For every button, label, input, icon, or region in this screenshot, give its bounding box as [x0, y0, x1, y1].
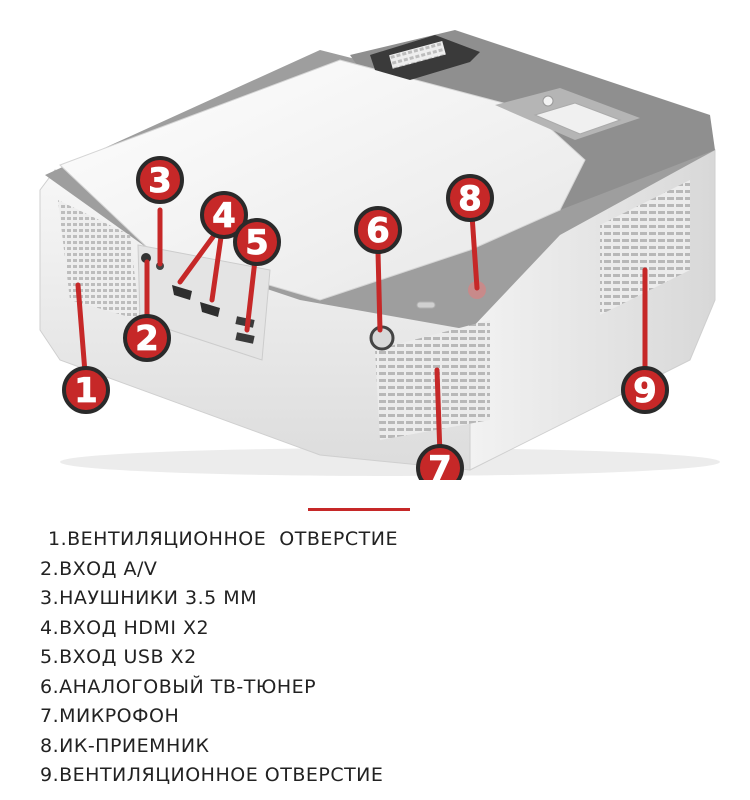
- hdmi-port-1: [172, 285, 192, 300]
- legend-item-4: 4.ВХОД HDMI X2: [40, 616, 210, 639]
- legend-item-2: 2.ВХОД A/V: [40, 557, 158, 580]
- callout-number-6: 6: [366, 211, 390, 251]
- callout-number-2: 2: [135, 319, 159, 359]
- leader-line-6: [375, 249, 383, 333]
- port-panel: [137, 244, 271, 361]
- leader-line-4b: [209, 227, 225, 303]
- leader-line-5: [244, 257, 258, 333]
- accent-divider: [308, 508, 410, 511]
- front-indicator: [416, 301, 436, 309]
- control-pad: [533, 102, 622, 135]
- callout-badge-1: 1: [62, 366, 110, 414]
- port-legend: 1.ВЕНТИЛЯЦИОННОЕ ОТВЕРСТИЕ 2.ВХОД A/V 3.…: [40, 525, 398, 791]
- legend-item-1: 1.ВЕНТИЛЯЦИОННОЕ ОТВЕРСТИЕ: [48, 528, 398, 550]
- leader-line-7: [434, 367, 443, 458]
- callout-badge-2: 2: [123, 314, 171, 362]
- legend-item-7: 7.МИКРОФОН: [40, 705, 180, 727]
- leader-line-4a: [177, 227, 221, 285]
- front-bottom-vent: [375, 320, 490, 440]
- callout-number-7: 7: [428, 449, 452, 480]
- leader-lines: [75, 207, 648, 458]
- callout-number-8: 8: [458, 179, 482, 219]
- lens-grill-fins: [389, 40, 446, 69]
- callout-number-9: 9: [633, 371, 657, 411]
- right-vent-grille: [600, 180, 690, 315]
- projector-diagram: 1 2 3 4 5 6 7 8 9: [39, 30, 720, 480]
- callout-badge-5: 5: [233, 218, 281, 266]
- callout-number-5: 5: [245, 223, 269, 263]
- callout-badge-7: 7: [416, 444, 464, 480]
- power-button: [542, 95, 554, 107]
- callout-badge-4: 4: [200, 191, 248, 239]
- callout-badge-6: 6: [354, 206, 402, 254]
- callout-number-3: 3: [148, 161, 172, 201]
- callout-badge-9: 9: [621, 366, 669, 414]
- callout-number-1: 1: [74, 371, 98, 411]
- callout-number-4: 4: [212, 196, 236, 236]
- legend-item-8: 8.ИК-ПРИЕМНИК: [40, 734, 210, 757]
- legend-item-9: 9.ВЕНТИЛЯЦИОННОЕ ОТВЕРСТИЕ: [40, 764, 384, 786]
- legend-item-5: 5.ВХОД USB X2: [40, 646, 197, 668]
- legend-item-3: 3.НАУШНИКИ 3.5 ММ: [40, 587, 258, 609]
- usb-port-2: [235, 332, 255, 344]
- hdmi-port-2: [200, 302, 220, 317]
- callout-badge-8: 8: [446, 174, 494, 222]
- legend-item-6: 6.АНАЛОГОВЫЙ ТВ-ТЮНЕР: [40, 675, 317, 698]
- callout-badge-3: 3: [136, 156, 184, 204]
- leader-line-8: [469, 212, 480, 291]
